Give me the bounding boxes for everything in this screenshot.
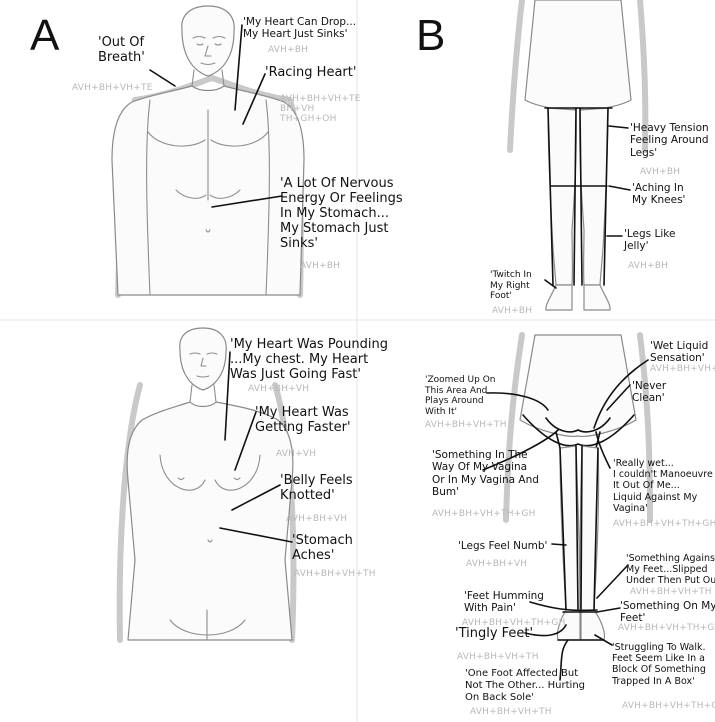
- quote-tingly-feet: 'Tingly Feet': [455, 626, 534, 641]
- quote-stomach-aches: 'Stomach Aches': [292, 533, 353, 563]
- code-heart-faster: AVH+VH: [276, 449, 317, 459]
- code-wet-liquid: AVH+BH+VH+TH: [650, 364, 715, 374]
- code-heart-pounding: AVH+BH+VH: [248, 384, 310, 394]
- quote-never-clean: 'Never Clean': [632, 380, 667, 405]
- quote-aching-knees: 'Aching In My Knees': [632, 182, 686, 207]
- quote-wet-liquid: 'Wet Liquid Sensation': [650, 340, 709, 365]
- code-really-wet: AVH+BH+VH+TH+GH: [613, 519, 715, 529]
- panel-b-top-leaders: [544, 125, 631, 289]
- code-something-on-feet: AVH+BH+VH+TH+GH: [618, 623, 715, 633]
- code-against-feet: AVH+BH+VH+TH: [630, 587, 712, 597]
- code-something-way: AVH+BH+VH+TH+GH: [432, 509, 536, 519]
- code-nervous-energy: AVH+BH: [300, 261, 341, 271]
- code-tingly-feet: AVH+BH+VH+TH: [457, 652, 539, 662]
- code-legs-jelly: AVH+BH: [628, 261, 669, 271]
- quote-against-feet: 'Something Against My Feet...Slipped Und…: [626, 553, 715, 587]
- code-feet-humming: AVH+BH+VH+TH+GH: [462, 618, 566, 628]
- code-out-of-breath: AVH+BH+VH+TE: [72, 83, 153, 93]
- quote-heart-pounding: 'My Heart Was Pounding ...My chest. My H…: [230, 337, 388, 382]
- panel-a-label: A: [30, 11, 60, 60]
- quote-zoomed-up: 'Zoomed Up On This Area And Plays Around…: [425, 375, 496, 417]
- quote-twitch-foot: 'Twitch In My Right Foot': [490, 270, 532, 302]
- panel-a-top-leaders: [149, 24, 283, 208]
- quote-out-of-breath: 'Out Of Breath': [98, 35, 145, 65]
- code-one-foot: AVH+BH+VH+TH: [470, 707, 552, 717]
- code-belly-knotted: AVH+BH+VH: [286, 514, 348, 524]
- code-stomach-aches: AVH+BH+VH+TH: [294, 569, 376, 579]
- code-heavy-tension: AVH+BH: [640, 167, 681, 177]
- quote-nervous-energy: 'A Lot Of Nervous Energy Or Feelings In …: [280, 176, 403, 251]
- code-racing-heart: AVH+BH+VH+TE BH+VH TH+GH+OH: [280, 94, 361, 124]
- quote-racing-heart: 'Racing Heart': [265, 65, 357, 80]
- code-legs-numb: AVH+BH+VH: [466, 559, 528, 569]
- quote-legs-jelly: 'Legs Like Jelly': [624, 228, 676, 253]
- code-heart-drop: AVH+BH: [268, 45, 309, 55]
- quote-belly-knotted: 'Belly Feels Knotted': [280, 473, 353, 503]
- quote-one-foot: 'One Foot Affected But Not The Other... …: [465, 668, 586, 703]
- panel-a-bottom-figure: [116, 327, 297, 643]
- code-zoomed-up: AVH+BH+VH+TH: [425, 420, 507, 430]
- code-twitch-foot: AVH+BH: [492, 306, 533, 316]
- panel-a-bottom-leaders: [219, 351, 293, 543]
- quote-struggling-walk: 'Struggling To Walk. Feet Seem Like In a…: [612, 642, 706, 687]
- panel-a-top-figure: [111, 5, 305, 298]
- quote-really-wet: 'Really wet... I couldn't Manoeuvre It O…: [613, 458, 713, 514]
- panel-b-top-figure: [507, 0, 649, 311]
- quote-legs-numb: 'Legs Feel Numb': [458, 540, 548, 552]
- quote-something-on-feet: 'Something On My Feet': [620, 600, 715, 625]
- quote-feet-humming: 'Feet Humming With Pain': [464, 590, 544, 615]
- quote-something-way: 'Something In The Way Of My Vagina Or In…: [432, 449, 539, 499]
- quote-heart-drop: 'My Heart Can Drop... My Heart Just Sink…: [243, 16, 357, 41]
- panel-b-label: B: [416, 11, 446, 60]
- code-struggling-walk: AVH+BH+VH+TH+GH: [622, 701, 715, 711]
- quote-heavy-tension: 'Heavy Tension Feeling Around Legs': [630, 122, 709, 159]
- quote-heart-faster: 'My Heart Was Getting Faster': [255, 405, 351, 435]
- panel-b-bottom-leaders: [482, 359, 649, 681]
